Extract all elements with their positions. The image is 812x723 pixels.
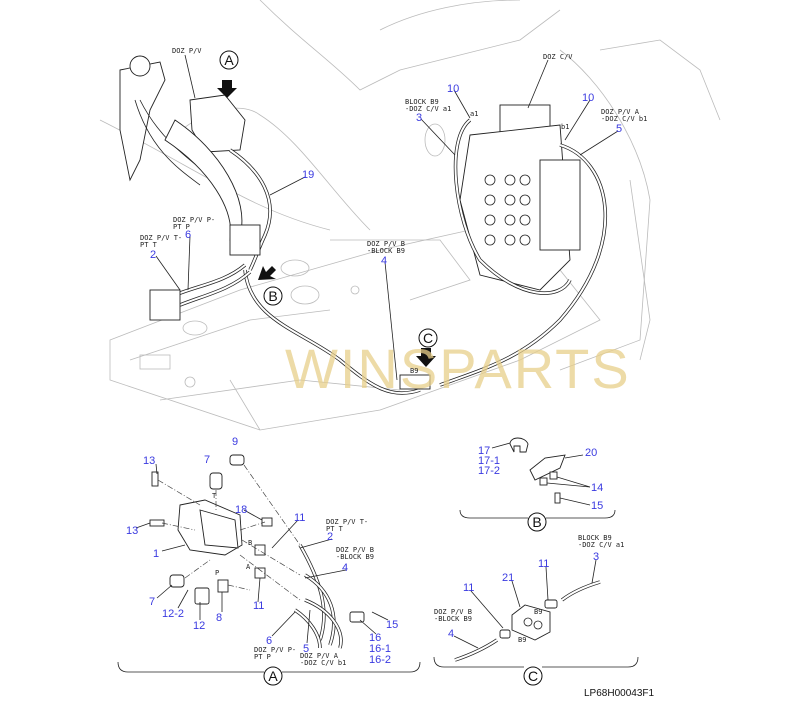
callout-label: DOZ P/V B	[434, 608, 472, 616]
view-marker-b: B	[263, 286, 283, 306]
callout-label: B9	[534, 608, 542, 616]
callout-label: B9	[410, 367, 418, 375]
callout-label: 16	[369, 632, 381, 644]
callout-label: 2	[327, 531, 333, 543]
callout-label: -BLOCK B9	[336, 553, 374, 561]
callout-label: P	[215, 569, 219, 577]
callout-label: 5	[303, 643, 309, 655]
callout-label: -BLOCK B9	[434, 615, 472, 623]
callout-label: 13	[143, 455, 155, 467]
callout-label: 2	[150, 249, 156, 261]
callout-label: DOZ P/V	[172, 47, 202, 55]
main-callouts: DOZ P/V 19 DOZ P/V P- PT P 6 DOZ P/V T- …	[140, 47, 647, 375]
callout-label: BLOCK B9	[578, 534, 612, 542]
callout-label: B	[532, 514, 541, 530]
callout-label: 1	[153, 548, 159, 560]
callout-label: DOZ P/V A	[601, 108, 640, 116]
callout-label: 18	[235, 504, 247, 516]
callout-label: 19	[302, 169, 314, 181]
callout-label: 12-2	[162, 608, 184, 620]
callout-label: C	[423, 330, 433, 346]
callout-label: DOZ P/V T-	[140, 234, 182, 242]
callout-label: 11	[294, 512, 305, 524]
callout-label: 9	[232, 436, 238, 448]
callout-label: 8	[216, 612, 222, 624]
callout-label: 7	[204, 454, 210, 466]
callout-label: T	[212, 492, 217, 500]
callout-label: A	[246, 563, 251, 571]
callout-label: -DOZ C/V b1	[601, 115, 647, 123]
arrow-b-icon	[258, 266, 276, 280]
callout-label: -BLOCK B9	[367, 247, 405, 255]
callout-label: 17-1	[478, 455, 500, 467]
callout-label: 16-1	[369, 643, 391, 655]
callout-label: b1	[561, 123, 569, 131]
callout-label: 4	[381, 255, 387, 267]
callout-label: 16-2	[369, 654, 391, 666]
callout-label: 11	[463, 582, 474, 594]
callout-label: A	[224, 52, 234, 68]
callout-label: 3	[593, 551, 599, 563]
callout-label: B	[248, 539, 252, 547]
callout-label: 7	[149, 596, 155, 608]
callout-label: DOZ P/V B	[336, 546, 374, 554]
callout-label: DOZ P/V B	[367, 240, 405, 248]
callout-label: B	[268, 288, 277, 304]
callout-label: 17	[478, 445, 490, 457]
callout-label: WINSPARTS	[285, 337, 631, 400]
callout-label: 14	[591, 482, 603, 494]
callout-label: 10	[582, 92, 594, 104]
view-marker-a: A	[219, 50, 239, 70]
callout-label: 3	[416, 112, 422, 124]
arrow-c-icon	[416, 348, 436, 367]
main-hoses	[149, 118, 607, 395]
callout-label: 6	[185, 229, 191, 241]
callout-label: PT T	[140, 241, 158, 249]
callout-label: 5	[616, 123, 622, 135]
view-b-circle	[527, 512, 547, 532]
callout-label: C	[528, 668, 538, 684]
callout-label: DOZ P/V T-	[326, 518, 368, 526]
callout-label: 12	[193, 620, 205, 632]
callout-label: -DOZ C/V a1	[405, 105, 451, 113]
view-arrows	[217, 80, 436, 367]
callout-label: B9	[518, 636, 526, 644]
view-marker-c: C	[418, 328, 438, 348]
detail-view-a: A 13 7 9 18 11 13 1 2 4 7 12-2 12 8 11 6…	[117, 436, 421, 686]
callout-label: -DOZ C/V a1	[578, 541, 624, 549]
callout-label: DOZ P/V P-	[254, 646, 296, 654]
callout-label: 11	[253, 600, 264, 612]
detail-view-c: C BLOCK B9 -DOZ C/V a1 3 11 21 11 B9 DOZ…	[433, 534, 639, 686]
callout-label: 21	[502, 572, 514, 584]
callout-label: DOZ P/V P-	[173, 216, 215, 224]
callout-label: 11	[538, 558, 549, 570]
callout-label: PT P	[254, 653, 271, 661]
callout-label: 6	[266, 635, 272, 647]
callout-label: BLOCK B9	[405, 98, 439, 106]
callout-label: PT T	[326, 525, 344, 533]
detail-view-b: B 17 17-1 17-2 20 14 15	[459, 437, 616, 532]
callout-label: 17-2	[478, 465, 500, 477]
main-leader-lines	[155, 54, 619, 381]
callout-label: A	[268, 668, 278, 684]
callout-label: -DOZ C/V b1	[300, 659, 346, 667]
callout-label: 10	[447, 83, 459, 95]
callout-label: 15	[591, 500, 603, 512]
drawing-number: LP68H00043F1	[584, 688, 654, 699]
callout-label: 4	[342, 562, 348, 574]
view-a-circle	[263, 666, 283, 686]
control-valve-assembly	[459, 104, 581, 291]
callout-label: 15	[386, 619, 398, 631]
callout-label: PT P	[173, 223, 190, 231]
callout-label: DOZ C/V	[543, 53, 573, 61]
callout-label: 13	[126, 525, 138, 537]
ppc-valve-assembly	[119, 55, 272, 271]
arrow-a-icon	[217, 80, 237, 98]
callout-label: 20	[585, 447, 597, 459]
callout-label: DOZ P/V A	[300, 652, 339, 660]
callout-label: a1	[470, 110, 478, 118]
callout-label: 4	[448, 628, 454, 640]
view-c-circle	[523, 666, 543, 686]
watermark: WINSPARTS	[285, 337, 631, 400]
